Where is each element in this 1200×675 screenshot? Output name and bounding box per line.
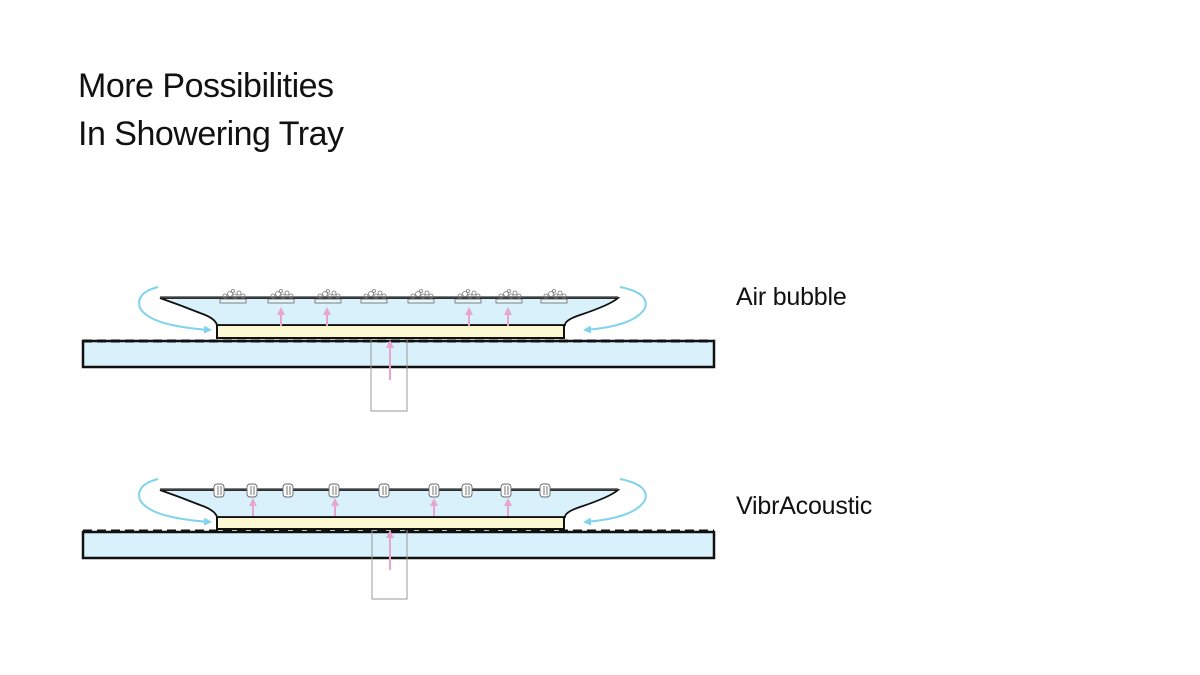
transducer — [500, 483, 512, 498]
flow-arrows — [138, 286, 647, 334]
transducer — [328, 483, 340, 498]
bubble-cluster — [317, 289, 341, 299]
bubble-clusters — [222, 289, 567, 299]
bubble-cluster — [270, 289, 294, 299]
bubble-cluster — [543, 289, 567, 299]
vibracoustic-label: VibrAcoustic — [736, 492, 873, 520]
tray-body — [159, 297, 621, 326]
pad — [216, 516, 565, 530]
flow-arrow-left — [138, 286, 212, 334]
transducer — [378, 483, 390, 498]
transducer — [461, 483, 473, 498]
air-vent — [540, 298, 568, 304]
air-vent — [219, 298, 247, 304]
base-slab — [81, 530, 716, 560]
base-slab — [81, 339, 716, 369]
flow-arrow-right — [583, 478, 647, 526]
vibracoustic-diagram — [81, 478, 716, 600]
bubble-cluster — [222, 289, 246, 299]
title-line-2: In Showering Tray — [78, 115, 344, 153]
lift-arrows — [249, 498, 512, 570]
lift-arrows — [277, 307, 512, 380]
title-line-1: More Possibilities — [78, 67, 334, 105]
transducers — [213, 483, 551, 498]
flow-arrow-left — [138, 478, 212, 526]
bubble-cluster — [498, 289, 522, 299]
transducer — [428, 483, 440, 498]
air-bubble-label: Air bubble — [736, 283, 847, 311]
air-vents — [219, 298, 568, 304]
air-vent — [495, 298, 523, 304]
air-vent — [267, 298, 295, 304]
air-bubble-diagram — [81, 286, 716, 412]
transducer — [213, 483, 225, 498]
transducer — [282, 483, 294, 498]
bubble-cluster — [410, 289, 434, 299]
air-vent — [454, 298, 482, 304]
page-title: More Possibilities In Showering Tray — [78, 62, 344, 158]
transducer — [246, 483, 258, 498]
bubble-cluster — [457, 289, 481, 299]
air-vent — [407, 298, 435, 304]
flow-arrows — [138, 478, 647, 526]
flow-arrow-right — [583, 286, 647, 334]
air-vent — [360, 298, 388, 304]
transducer — [539, 483, 551, 498]
pad — [216, 324, 565, 339]
bubble-cluster — [363, 289, 387, 299]
air-vent — [314, 298, 342, 304]
